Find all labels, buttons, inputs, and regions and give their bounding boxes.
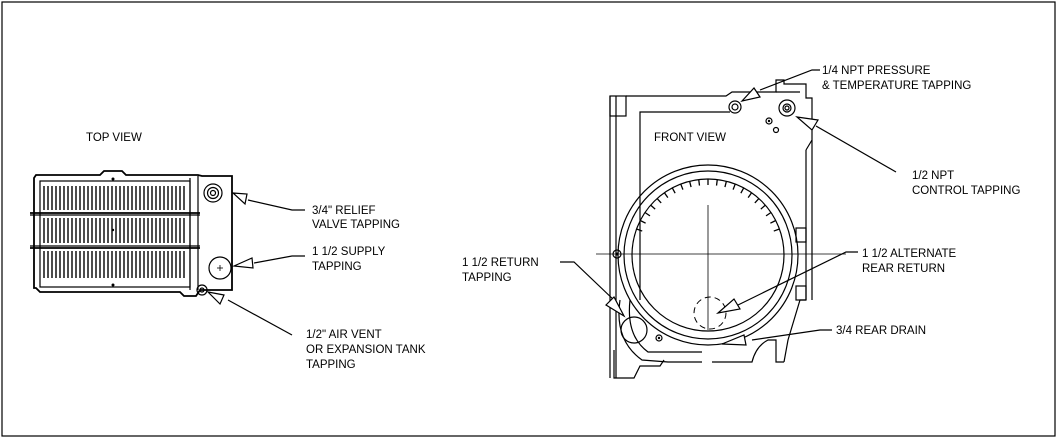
supply-tapping	[208, 256, 232, 280]
leader-pressure-temp	[740, 69, 820, 103]
heat-exchanger-fins	[43, 186, 185, 278]
label-relief-valve-1: 3/4" RELIEF	[312, 205, 376, 217]
leader-relief-valve	[231, 192, 305, 211]
label-return-2: TAPPING	[462, 272, 512, 284]
front-view-body	[596, 79, 846, 379]
label-relief-valve-2: VALVE TAPPING	[312, 219, 400, 231]
label-supply-2: TAPPING	[312, 261, 362, 273]
label-pressure-temp-2: & TEMPERATURE TAPPING	[822, 80, 971, 92]
relief-valve-tapping	[203, 183, 223, 203]
leader-air-vent	[206, 291, 293, 336]
label-air-vent-3: TAPPING	[306, 359, 356, 371]
leader-alt-return	[715, 251, 858, 314]
top-view-body	[30, 170, 233, 297]
leader-control	[795, 116, 897, 173]
chamber-ticks	[636, 179, 780, 232]
label-control-2: CONTROL TAPPING	[912, 185, 1020, 197]
label-pressure-temp-1: 1/4 NPT PRESSURE	[822, 65, 931, 77]
leader-return	[560, 261, 626, 318]
label-air-vent-1: 1/2" AIR VENT	[306, 329, 382, 341]
top-view: TOP VIEW	[30, 132, 426, 371]
diagram-frame	[1, 1, 1056, 437]
label-alt-return-2: REAR RETURN	[862, 263, 945, 275]
label-air-vent-2: OR EXPANSION TANK	[306, 344, 426, 356]
air-vent-tapping	[196, 284, 208, 296]
label-rear-drain: 3/4 REAR DRAIN	[836, 325, 926, 337]
label-return-1: 1 1/2 RETURN	[462, 257, 539, 269]
front-view: FRONT VIEW	[462, 65, 1020, 379]
label-alt-return-1: 1 1/2 ALTERNATE	[862, 248, 956, 260]
leader-supply	[231, 255, 305, 269]
front-view-title: FRONT VIEW	[654, 132, 726, 144]
top-view-title: TOP VIEW	[86, 132, 142, 144]
label-control-1: 1/2 NPT	[912, 170, 954, 182]
control-tapping	[778, 99, 796, 117]
pressure-temperature-tapping	[728, 100, 742, 114]
leader-rear-drain	[721, 329, 832, 346]
label-supply-1: 1 1/2 SUPPLY	[312, 246, 386, 258]
